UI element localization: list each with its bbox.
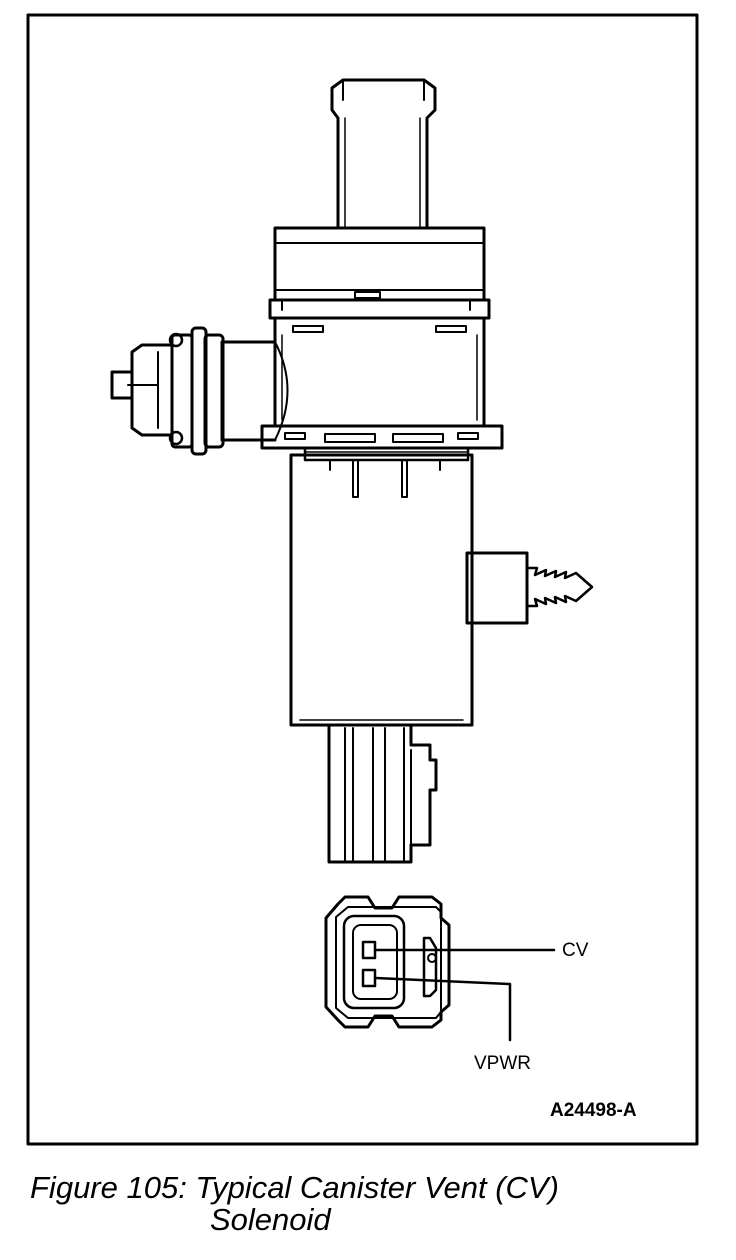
solenoid-diagram: CV VPWR A24498-A xyxy=(26,13,699,1146)
vpwr-leader xyxy=(373,976,512,1042)
solenoid-body xyxy=(289,453,474,727)
figure-frame xyxy=(26,13,699,1146)
upper-housing xyxy=(268,226,491,428)
mounting-flange xyxy=(260,424,504,471)
mounting-stud xyxy=(465,551,594,625)
side-port xyxy=(110,326,289,456)
caption-line-1: Figure 105: Typical Canister Vent (CV) xyxy=(30,1170,559,1205)
bottom-connector-shell xyxy=(327,723,438,864)
caption-line-2: Solenoid xyxy=(210,1202,331,1237)
pin-leaders xyxy=(373,948,556,1042)
connector-end-view xyxy=(324,895,451,1029)
figure-code: A24498-A xyxy=(550,1100,637,1121)
cv-label: CV xyxy=(562,940,589,961)
top-nozzle xyxy=(330,78,437,230)
vpwr-label: VPWR xyxy=(474,1053,531,1074)
figure-caption: Figure 105: Typical Canister Vent (CV) S… xyxy=(30,1172,730,1236)
